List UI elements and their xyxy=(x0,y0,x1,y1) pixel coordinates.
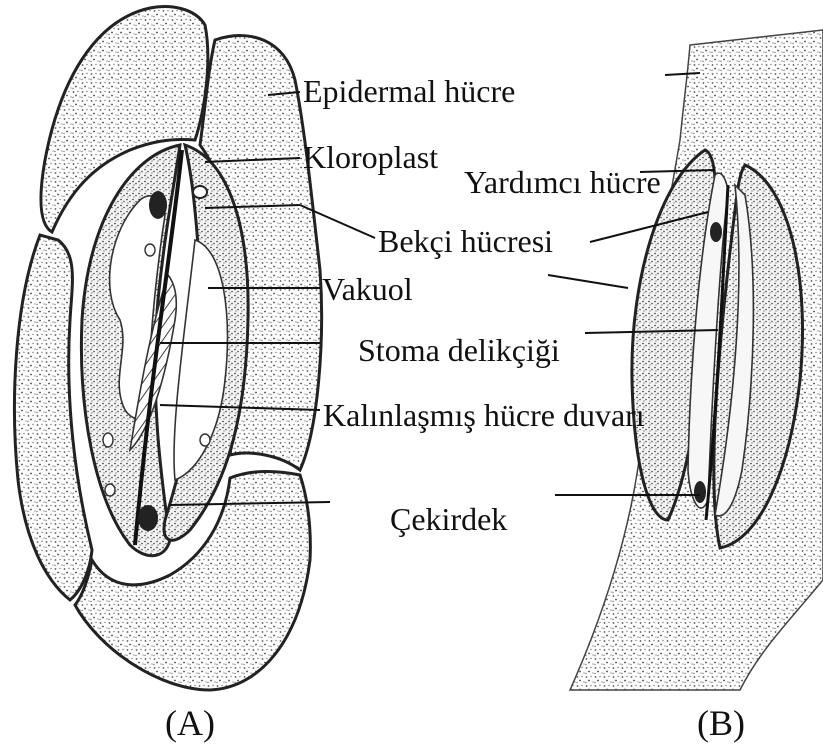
label-kalinlasmis-hucre-duvari: Kalınlaşmış hücre duvarı xyxy=(323,397,645,433)
chloroplast xyxy=(145,244,155,256)
nucleus-b-bottom xyxy=(694,481,706,503)
label-kloroplast: Kloroplast xyxy=(303,139,438,175)
panel-b-drawing xyxy=(570,30,823,690)
panel-label-b: (B) xyxy=(697,703,745,743)
chloroplast xyxy=(103,433,113,447)
panel-a-drawing xyxy=(14,7,321,690)
nucleus-bottom xyxy=(138,505,158,531)
label-epidermal-hucre: Epidermal hücre xyxy=(303,73,515,109)
chloroplast xyxy=(200,434,210,446)
chloroplast xyxy=(105,484,115,496)
panel-label-a: (A) xyxy=(165,703,215,743)
nucleus-b-top xyxy=(710,222,722,242)
epidermal-cell-left xyxy=(14,235,92,600)
label-stoma-delikcigi: Stoma delikçiği xyxy=(358,332,560,368)
label-cekirdek: Çekirdek xyxy=(390,501,507,537)
label-bekci-hucresi: Bekçi hücresi xyxy=(378,223,553,259)
label-yardimci-hucre: Yardımcı hücre xyxy=(464,164,661,200)
label-vakuol: Vakuol xyxy=(322,271,413,307)
chloroplast xyxy=(193,186,207,198)
nucleus-top xyxy=(149,191,167,219)
